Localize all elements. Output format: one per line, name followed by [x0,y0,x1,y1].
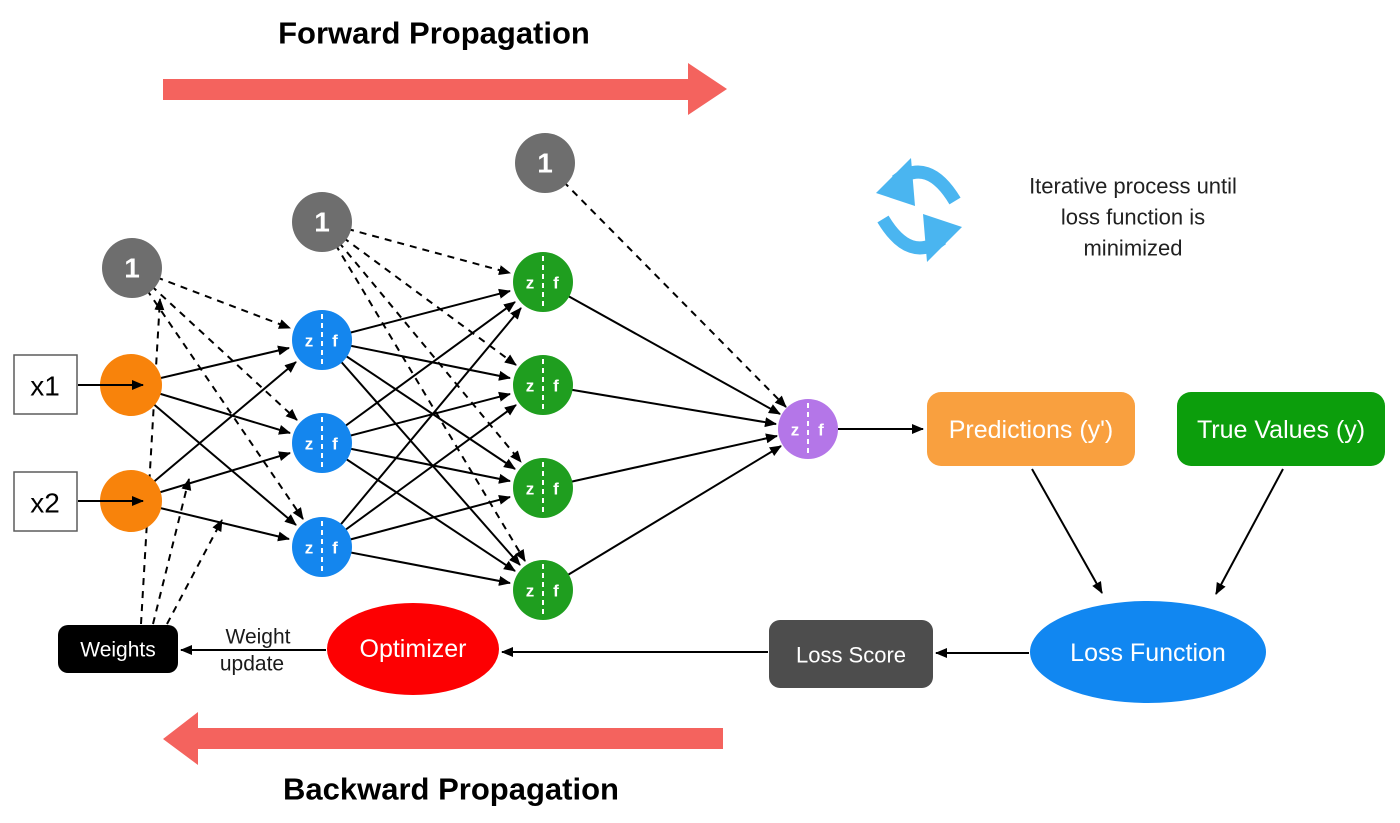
backward-flow-arrow [163,712,723,765]
hidden2-node-2-f: f [553,377,559,396]
bias-node-2-label: 1 [314,207,330,238]
hidden2-node-2: z f [513,355,573,415]
weights-label: Weights [80,639,155,662]
edge-h1n2-h2n1 [321,301,516,444]
edge-h2n2-output [542,384,777,428]
bias-node-3 [515,133,575,193]
weight-update-label-line1: Weight [226,626,291,649]
hidden1-node-2-z: z [305,435,314,454]
iterative-note-line3: minimized [1083,236,1182,261]
edge-h1n3-h2n1 [321,307,522,548]
edge-h1n2-h2n2 [321,391,511,444]
output-node-z: z [791,421,800,440]
hidden1-node-3-f: f [332,539,338,558]
edge-predictions-lossfunction [1031,468,1103,594]
input-boxes: x1 x2 [13,354,144,532]
hidden1-node-3: z f [292,517,352,577]
edges-layer [130,162,1284,658]
edge-h1n3-h2n2 [321,404,517,548]
edge-h2n3-output [542,433,778,489]
hidden1-node-3-z: z [305,539,314,558]
hidden1-node-1: z f [292,310,352,370]
loss-function-label: Loss Function [1070,639,1226,667]
forward-flow-arrow [163,63,727,115]
backward-propagation-title: Backward Propagation [283,772,619,807]
hidden1-node-1-z: z [305,332,314,351]
flow-arrows: Forward Propagation Backward Propagation [163,16,727,807]
edge-truevalues-lossfunction [1215,468,1284,595]
edge-x2-h1n1 [130,361,297,502]
edge-h2n4-output [542,445,782,591]
edge-x1-h1n3 [130,384,297,526]
edge-bias2-h2n1 [321,221,511,275]
edge-h1n2-h2n4 [321,442,516,572]
pipeline-shapes: Predictions (y') True Values (y) Loss Fu… [58,392,1385,703]
iterative-note-line2: loss function is [1061,205,1205,230]
hidden1-node-1-f: f [332,332,338,351]
hidden2-node-1: z f [513,252,573,312]
hidden1-node-2: z f [292,413,352,473]
optimizer-label: Optimizer [360,635,467,663]
hidden2-node-3-f: f [553,480,559,499]
iterative-note-line1: Iterative process until [1029,174,1237,199]
iterative-note: Iterative process until loss function is… [876,158,1237,262]
true-values-label: True Values (y) [1197,416,1365,444]
edge-h1n1-h2n3 [321,339,516,470]
predictions-box [927,392,1135,466]
hidden2-node-4-f: f [553,582,559,601]
optimizer-ellipse [327,603,499,695]
edge-bias1-h1n2 [131,267,298,421]
bias-node-3-label: 1 [537,148,553,179]
nodes-layer: 1 1 1 z f z f z f z [100,133,838,620]
hidden2-node-4: z f [513,560,573,620]
bias-node-1-label: 1 [124,253,140,284]
edge-h1n3-h2n3 [321,494,511,548]
true-values-box [1177,392,1385,466]
predictions-label: Predictions (y') [949,416,1114,444]
loss-score-label: Loss Score [796,643,906,668]
hidden2-node-3-z: z [526,480,535,499]
input-box-x1 [13,354,78,415]
bias-node-2 [292,192,352,252]
output-node: z f [778,399,838,459]
weights-box [58,625,178,673]
edge-bias1-h1n3 [131,267,304,520]
edge-h1n1-h2n2 [321,339,511,381]
edge-weights-bias1 [140,298,165,625]
hidden2-node-4-z: z [526,582,535,601]
hidden2-node-1-z: z [526,274,535,293]
iterative-cycle-icon [876,158,962,262]
edge-h1n1-h2n4 [321,339,521,566]
edge-h1n2-h2n3 [321,442,511,484]
hidden2-node-2-z: z [526,377,535,396]
edge-weights-net2 [166,519,223,625]
output-node-f: f [818,421,824,440]
edge-bias2-h2n2 [321,221,517,366]
hidden1-node-2-f: f [332,435,338,454]
input-box-x1-label: x1 [30,371,60,402]
loss-score-box [769,620,933,688]
edge-bias3-output [544,162,787,408]
input-box-x2 [13,471,78,532]
hidden2-node-3: z f [513,458,573,518]
bias-node-1 [102,238,162,298]
forward-propagation-title: Forward Propagation [278,16,590,51]
input-box-x2-label: x2 [30,488,60,519]
hidden2-node-1-f: f [553,274,559,293]
edge-h2n1-output [542,281,781,415]
edge-h1n1-h2n1 [321,288,511,341]
edge-h1n3-h2n4 [321,546,511,586]
loss-function-ellipse [1030,601,1266,703]
edge-bias2-h2n4 [321,221,526,562]
weight-update-label-line2: update [220,653,284,676]
